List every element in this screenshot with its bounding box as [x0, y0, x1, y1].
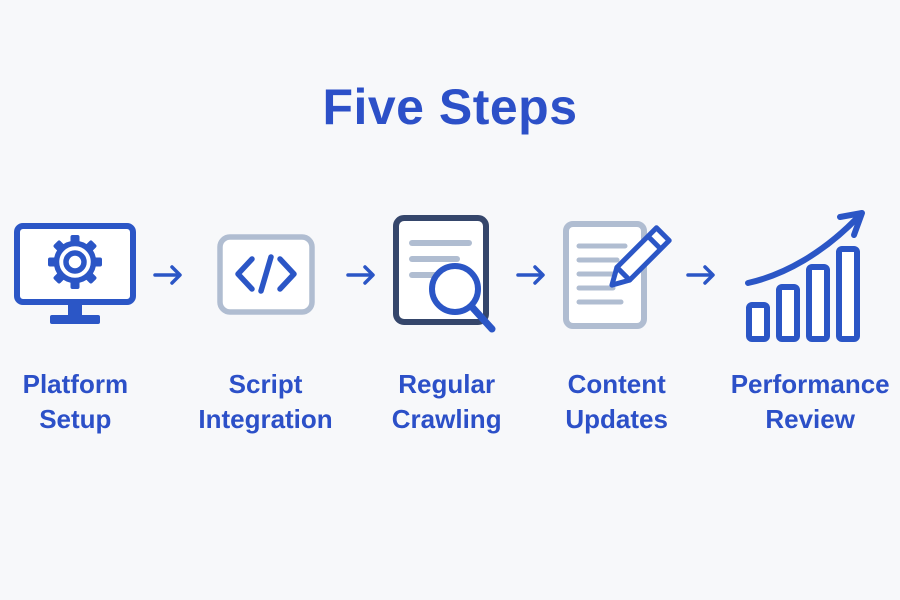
step-script-integration: Script Integration	[194, 205, 336, 437]
step-platform-setup: Platform Setup	[6, 205, 144, 437]
arrow-right-icon	[515, 265, 545, 285]
step-label-content-updates: Content Updates	[565, 369, 668, 435]
step-content-updates: Content Updates	[557, 205, 677, 437]
step-performance-review: Performance Review	[727, 205, 894, 437]
step-label-platform-setup: Platform Setup	[22, 369, 129, 435]
bar-chart-growth-icon	[744, 205, 876, 345]
step-label-performance-review: Performance Review	[730, 369, 890, 435]
document-edit-icon	[561, 205, 673, 345]
step-regular-crawling: Regular Crawling	[387, 205, 507, 437]
arrow-right-icon	[153, 265, 183, 285]
code-icon	[216, 205, 316, 345]
page-title: Five Steps	[322, 79, 578, 135]
arrow-right-icon	[685, 265, 715, 285]
step-label-regular-crawling: Regular Crawling	[391, 369, 502, 435]
steps-flow: Platform Setup Script Integration	[0, 205, 900, 437]
step-label-script-integration: Script Integration	[198, 369, 333, 435]
document-search-icon	[391, 205, 503, 345]
monitor-gear-icon	[10, 205, 140, 345]
arrow-right-icon	[345, 265, 375, 285]
